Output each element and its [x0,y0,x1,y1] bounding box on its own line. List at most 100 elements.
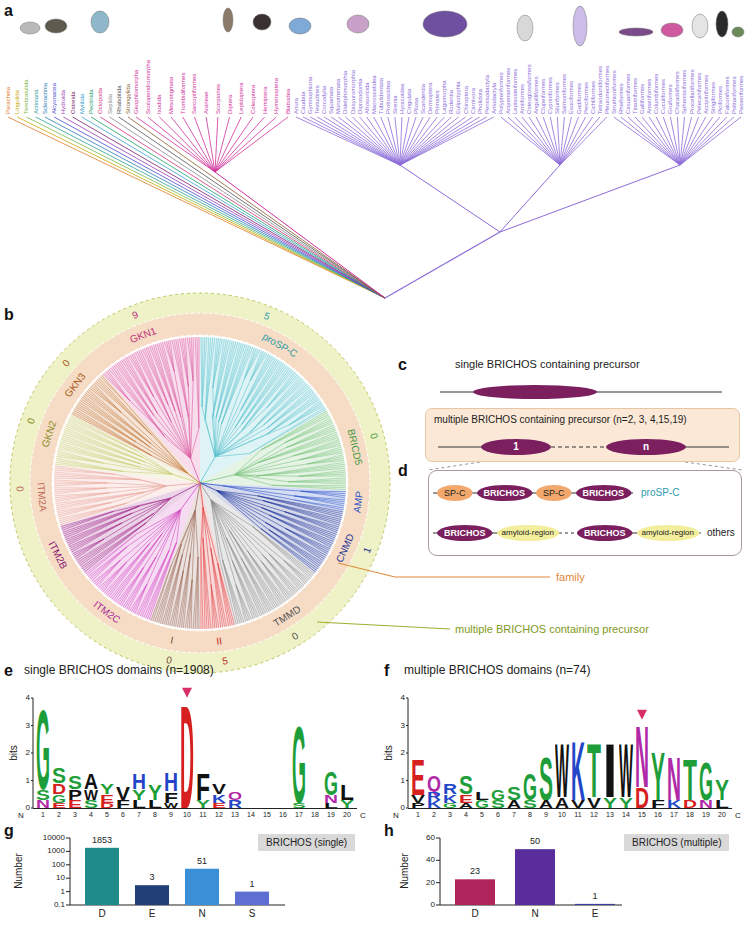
tree-branch [235,450,262,475]
logo-letter: N [36,798,50,809]
panel-title: multiple BRICHOS domains (n=74) [404,664,590,677]
tree-branch [115,364,154,415]
tree-branch [158,413,191,458]
tick-label: 1 [401,776,405,785]
axis-tick [436,838,440,839]
tree-branch [247,551,286,601]
taxon-label: Primates [434,90,440,114]
tick-label: 0 [401,804,405,813]
tree-branch [185,338,188,387]
tree-branch [211,585,219,628]
tree-branch [235,475,272,486]
taxon-label: Diptera [227,95,233,114]
taxon-label: Cypriniformes [547,77,553,114]
taxonomy-tree [8,6,744,298]
tree-branch [198,337,199,428]
tree-branch [649,117,680,165]
tree-branch [187,338,193,382]
value-label: 23 [470,867,480,877]
value-label: 50 [530,837,540,847]
tree-branch [213,338,217,388]
tree-branch [55,492,144,503]
tree-branch [215,424,241,456]
tick-label: 8 [528,811,532,819]
logo-letter: L [132,798,146,809]
tree-branch [257,464,345,476]
taxon-label: Procellariiformes [689,69,695,114]
tree-branch [107,486,167,488]
taxon-label: Alcyonacea [51,83,57,114]
tree-branch [257,462,345,476]
tree-branch [244,348,256,379]
tree-branch [400,117,466,165]
family-ring [30,313,370,653]
tree-branch [250,352,263,381]
family-sector [200,483,235,629]
tree-branch [680,117,734,165]
tree-branch [200,483,203,507]
value-label: 1 [592,892,597,902]
value-label: 1853 [92,836,112,846]
tree-branch [400,117,437,165]
axis-tick [31,780,33,781]
tree-branch [203,538,209,629]
tree-branch [106,371,130,401]
node-text: others [707,527,735,538]
tree-branch [621,117,680,165]
tree-branch [680,117,713,165]
precursor-label: single BRICHOS containing precursor [455,358,640,370]
taxon-label: Artiodactyla [491,83,497,114]
count-bar [185,869,219,905]
tree-branch [374,117,400,165]
tree-branch [211,548,221,627]
axis-tick [406,725,408,726]
category-label: D [98,908,105,919]
tree-branch [257,466,345,476]
taxon-label: Pleuronectiformes [604,66,610,114]
tree-branch [109,543,150,597]
value-label: 1 [249,880,254,890]
taxon-label: Strigiformes [710,82,716,114]
taxon-label: Cichliformes [590,81,596,114]
leader-line [338,563,550,577]
tree-branch [269,515,333,542]
tick-label: 5 [105,811,109,819]
taxon-label: Afrosoricida [364,82,370,114]
ellipse-fill [497,525,559,541]
tick-label: 0 [26,804,30,813]
count-bar [85,848,119,905]
axis-tick [406,753,408,754]
tree-branch [288,478,346,482]
tree-branch [293,441,340,456]
logo-letter: E [52,802,66,810]
tree-branch [215,172,385,298]
taxon-label: Parachela [5,87,11,114]
value-label: 51 [197,857,207,867]
taxon-label: Sphenisciformes [681,70,687,114]
family-label: ITM2A [35,482,49,512]
tick-label: 4 [401,694,405,703]
tree-branch [338,117,400,165]
tree-branch [55,493,110,498]
tree-branch [680,117,727,165]
tick-label: 0 [431,901,435,910]
axis-tick [66,851,70,852]
taxon-label: Piciformes [717,86,723,114]
taxon-label: Mesostigmata [168,77,174,114]
zoom-line [685,462,742,470]
tree-branch [211,548,227,626]
tree-branch [395,117,400,165]
taxon-label: Esociformes [568,81,574,114]
organism-icon [732,27,744,37]
tree-branch [195,510,198,557]
taxon-label: Acipenseriformes [505,68,511,114]
tree-branch [179,553,190,627]
tick-label: 12 [215,811,223,819]
taxon-label: Terebratulida [23,79,29,114]
taxon-label: Falconiformes [724,76,730,114]
tree-branch [301,491,346,496]
tree-branch [148,117,215,172]
tree-branch [663,117,680,165]
tree-branch [198,557,199,629]
terminus-label: C [360,812,366,821]
